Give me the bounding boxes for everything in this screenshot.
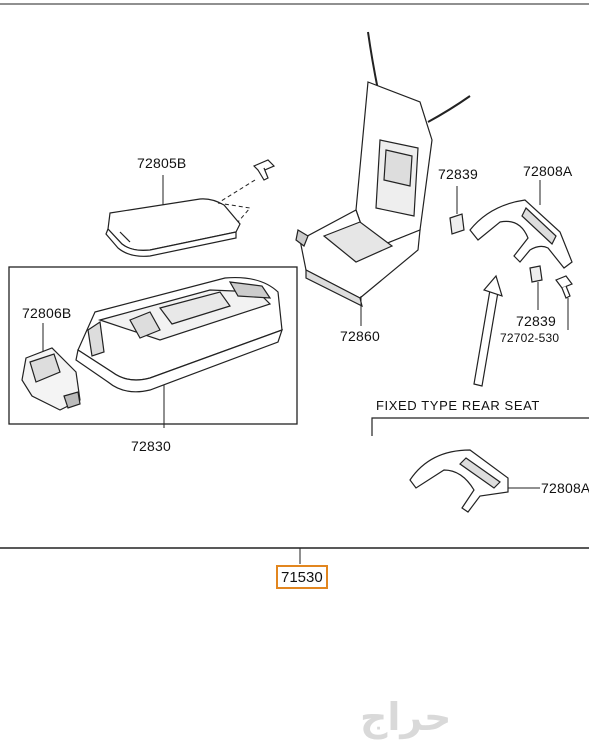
part-label-bushing-lower: 72839 (516, 313, 556, 329)
bushing-upper-drawing (449, 213, 465, 235)
assembly-frame-box (8, 266, 298, 425)
part-label-hinge-fixed: 72808A (541, 480, 589, 496)
assembly-number-box[interactable]: 71530 (276, 565, 328, 589)
part-label-bushing-upper: 72839 (438, 166, 478, 182)
hinge-upper-drawing (469, 199, 573, 269)
part-label-armrest-frame: 72860 (340, 328, 380, 344)
part-label-armrest-assembly: 72830 (131, 438, 171, 454)
cup-holder-drawing (21, 347, 81, 411)
part-label-screw: 72702-530 (500, 331, 560, 345)
part-label-hinge-upper: 72808A (523, 163, 573, 179)
hinge-fixed-drawing (409, 449, 509, 513)
armrest-body-drawing (75, 276, 283, 393)
armrest-lid-drawing (105, 198, 241, 257)
section-caption: FIXED TYPE REAR SEAT (376, 398, 540, 413)
section-bracket (371, 417, 589, 436)
armrest-frame-drawing (295, 31, 471, 308)
screw-top-drawing (252, 159, 276, 181)
direction-arrow (473, 274, 503, 387)
watermark-logo: حراج (360, 695, 452, 739)
part-label-cup-holder: 72806B (22, 305, 72, 321)
screw-lower-drawing (555, 275, 573, 299)
bushing-lower-drawing (529, 265, 543, 283)
part-label-armrest-lid: 72805B (137, 155, 187, 171)
